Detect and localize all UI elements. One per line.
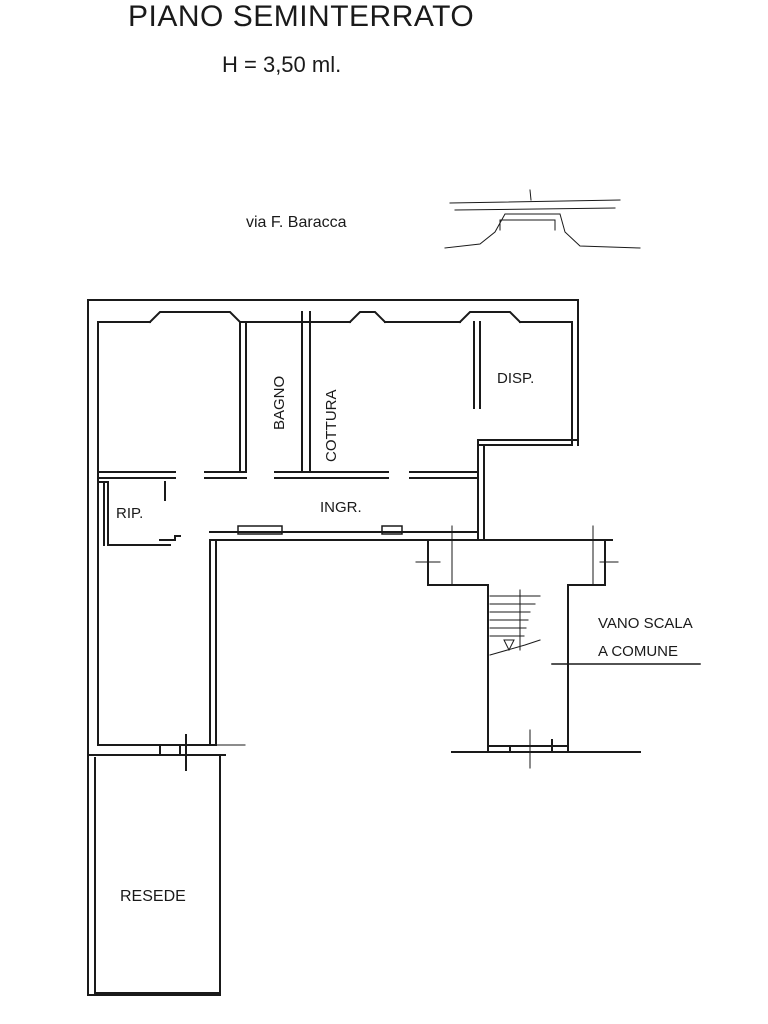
room-label-resede: RESEDE [120, 888, 186, 905]
room-label-cottura: COTTURA [323, 390, 340, 463]
room-label-rip: RIP. [116, 505, 143, 522]
street-sketch [444, 189, 641, 249]
room-label-ingr: INGR. [320, 499, 362, 516]
plan-title: PIANO SEMINTERRATO [128, 0, 475, 33]
room-label-vano-scala: VANO SCALA [598, 615, 693, 632]
room-label-bagno: BAGNO [271, 376, 288, 430]
room-label-a-comune: A COMUNE [598, 643, 678, 660]
street-label: via F. Baracca [246, 214, 347, 231]
height-note: H = 3,50 ml. [222, 52, 342, 77]
resede-area [87, 754, 221, 996]
interior-walls [87, 311, 481, 771]
room-label-disp: DISP. [497, 370, 534, 387]
stair-well [415, 525, 701, 769]
